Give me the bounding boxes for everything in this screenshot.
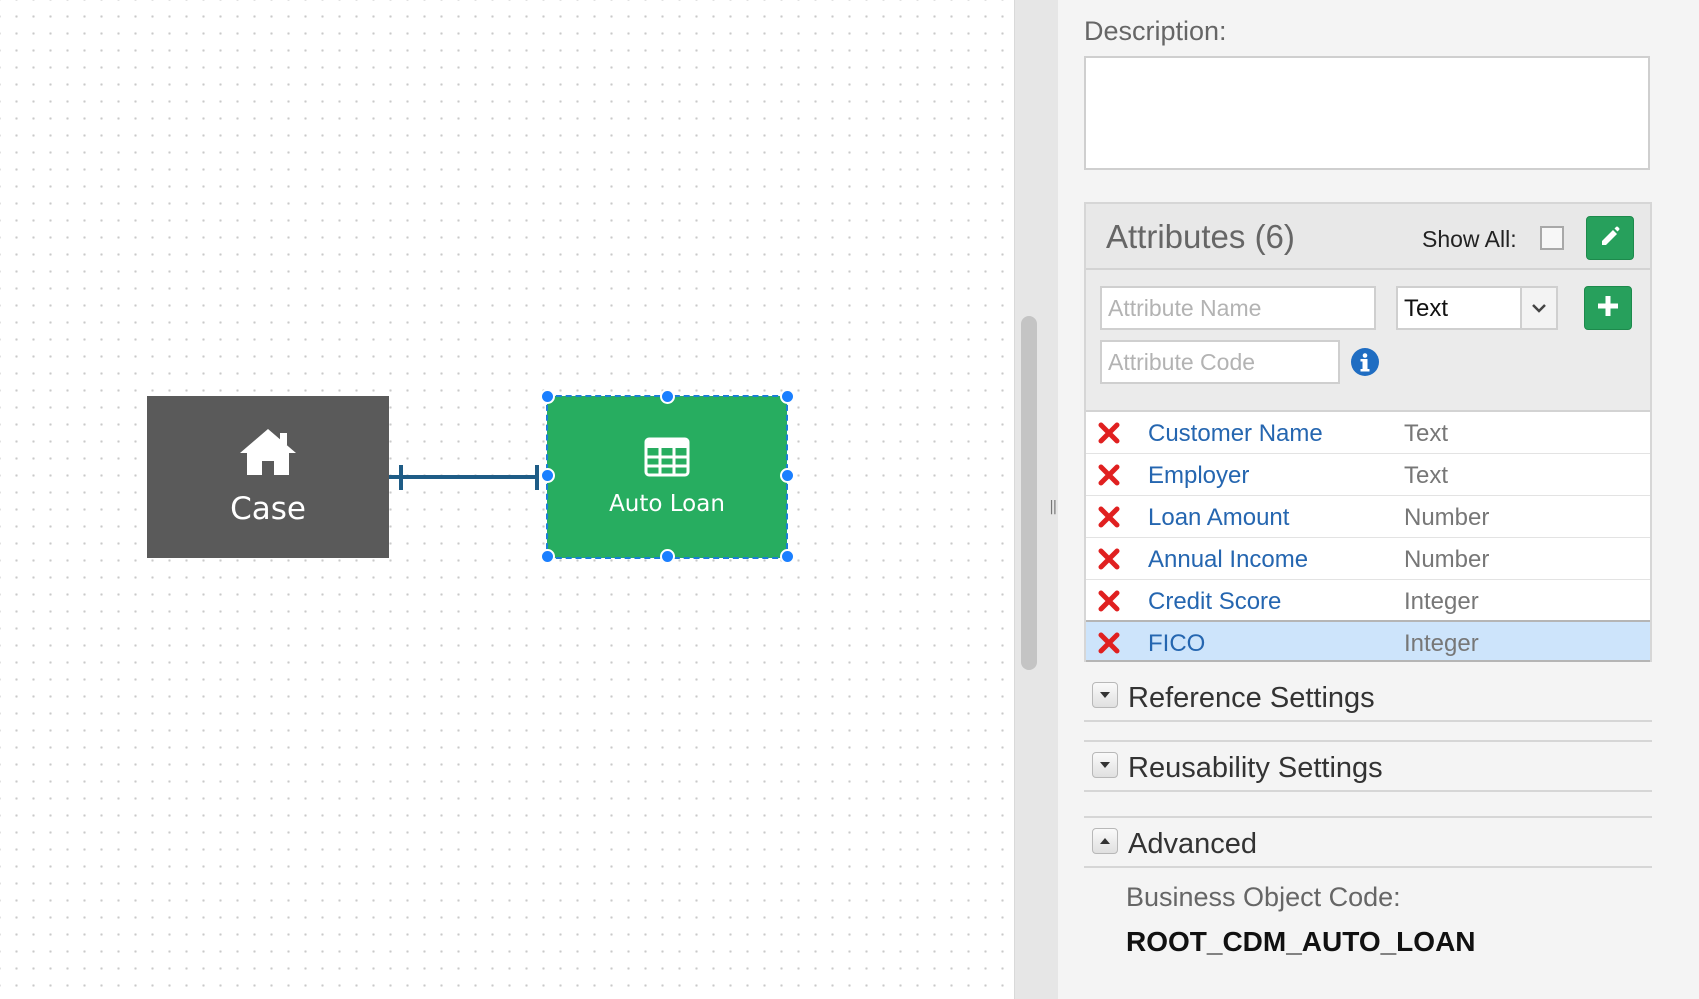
attribute-type-value: Text — [1404, 295, 1449, 322]
attributes-header: Attributes (6) Show All: — [1086, 204, 1650, 270]
resize-handle-sw[interactable] — [540, 549, 555, 564]
attribute-type: Number — [1404, 504, 1490, 531]
show-all-label: Show All: — [1422, 226, 1517, 252]
plus-icon — [1596, 294, 1620, 322]
info-icon[interactable] — [1350, 347, 1380, 381]
reusability-settings-section[interactable]: Reusability Settings — [1084, 740, 1652, 792]
attribute-row[interactable]: Annual Income Number — [1086, 538, 1650, 580]
case-node-label: Case — [230, 491, 306, 527]
attribute-name-link[interactable]: FICO — [1148, 630, 1206, 657]
resize-handle-n[interactable] — [660, 389, 675, 404]
attribute-code-input[interactable] — [1100, 340, 1340, 384]
advanced-title[interactable]: Advanced — [1128, 828, 1257, 860]
attribute-row-selected[interactable]: FICO Integer — [1086, 620, 1650, 662]
description-label: Description: — [1084, 16, 1227, 46]
auto-loan-node-label: Auto Loan — [609, 491, 725, 517]
show-all-checkbox[interactable] — [1540, 226, 1564, 250]
attribute-name-link[interactable]: Customer Name — [1148, 420, 1323, 447]
attributes-list: Customer Name Text Employer Text Loan Am… — [1086, 410, 1650, 662]
expand-toggle-icon[interactable] — [1092, 752, 1118, 778]
resize-handle-nw[interactable] — [540, 389, 555, 404]
auto-loan-node[interactable]: Auto Loan — [546, 395, 788, 559]
attribute-name-link[interactable]: Credit Score — [1148, 588, 1282, 615]
properties-panel: Description: Attributes (6) Show All: Te… — [1058, 0, 1699, 999]
description-field[interactable] — [1084, 56, 1650, 170]
diagram-canvas[interactable]: Case Auto Loan — [0, 0, 1015, 999]
attribute-type-select[interactable]: Text — [1396, 286, 1558, 330]
delete-icon[interactable] — [1098, 590, 1120, 612]
delete-icon[interactable] — [1098, 422, 1120, 444]
resize-handle-e[interactable] — [780, 468, 795, 483]
canvas-scrollbar[interactable] — [1021, 316, 1037, 670]
attribute-type: Text — [1404, 420, 1449, 447]
attribute-name-link[interactable]: Loan Amount — [1148, 504, 1290, 531]
chevron-down-icon[interactable] — [1520, 288, 1556, 328]
delete-icon[interactable] — [1098, 506, 1120, 528]
resize-handle-se[interactable] — [780, 549, 795, 564]
add-attribute-button[interactable] — [1584, 286, 1632, 330]
attributes-title: Attributes (6) — [1106, 218, 1295, 255]
expand-toggle-icon[interactable] — [1092, 682, 1118, 708]
attribute-name-input[interactable] — [1100, 286, 1376, 330]
attribute-row[interactable]: Employer Text — [1086, 454, 1650, 496]
advanced-section[interactable]: Advanced — [1084, 816, 1652, 868]
resize-handle-s[interactable] — [660, 549, 675, 564]
home-icon — [238, 427, 298, 481]
resize-handle-w[interactable] — [540, 468, 555, 483]
attribute-name-link[interactable]: Annual Income — [1148, 546, 1309, 573]
delete-icon[interactable] — [1098, 632, 1120, 654]
attribute-type: Integer — [1404, 588, 1479, 615]
business-object-code-value: ROOT_CDM_AUTO_LOAN — [1126, 926, 1476, 957]
delete-icon[interactable] — [1098, 464, 1120, 486]
case-node[interactable]: Case — [147, 396, 389, 558]
attribute-type: Number — [1404, 546, 1490, 573]
reference-settings-title[interactable]: Reference Settings — [1128, 682, 1375, 714]
business-object-code-label: Business Object Code: — [1126, 882, 1401, 912]
reusability-settings-title[interactable]: Reusability Settings — [1128, 752, 1383, 784]
reference-settings-section[interactable]: Reference Settings — [1084, 672, 1652, 722]
attribute-type: Text — [1404, 462, 1449, 489]
table-icon — [644, 437, 690, 481]
splitter-grip-icon[interactable]: ‖ — [1049, 499, 1058, 515]
edit-attributes-button[interactable] — [1586, 216, 1634, 260]
delete-icon[interactable] — [1098, 548, 1120, 570]
attribute-type: Integer — [1404, 630, 1479, 657]
attribute-row[interactable]: Customer Name Text — [1086, 412, 1650, 454]
resize-handle-ne[interactable] — [780, 389, 795, 404]
attributes-panel: Attributes (6) Show All: Text — [1084, 202, 1652, 662]
attribute-row[interactable]: Credit Score Integer — [1086, 580, 1650, 622]
attribute-name-link[interactable]: Employer — [1148, 462, 1250, 489]
pencil-icon — [1598, 224, 1622, 252]
collapse-toggle-icon[interactable] — [1092, 828, 1118, 854]
attribute-row[interactable]: Loan Amount Number — [1086, 496, 1650, 538]
